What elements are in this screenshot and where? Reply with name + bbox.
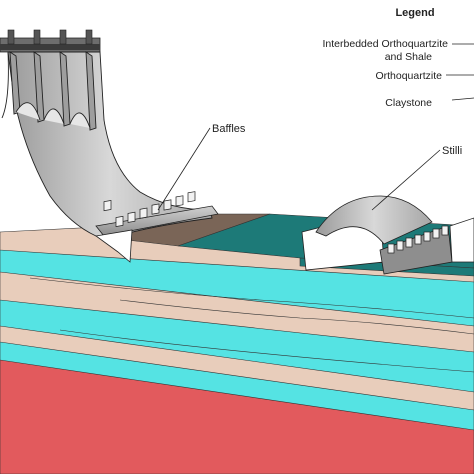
legend-title: Legend [395,7,434,19]
interbedded-lens [59,329,474,373]
upper-basin-apron [95,205,219,237]
spillway-chute [7,51,213,239]
upper-end-sill [94,229,133,263]
lower-stilling-basin [301,195,474,275]
chute-left-wall-edge [1,51,9,119]
spillway-piers [9,51,97,131]
upper-baffle-blocks [103,191,196,227]
interbedded-lens [29,277,474,319]
legend-item-label: Interbedded Orthoquartzite [323,38,449,50]
stilling-basin-leader-line [371,149,441,211]
interbedded-lens [119,299,474,335]
legend: Legend Interbedded Orthoquartzite and Sh… [323,7,474,109]
legend-item-label: Claystone [385,97,432,109]
baffles-label: Baffles [212,123,246,135]
stilling-basin-label: Stilli [442,145,462,157]
legend-item-label: Orthoquartzite [375,70,442,82]
legend-item-label: and Shale [385,51,432,63]
legend-leader-line [451,97,474,101]
gate-structure [0,29,101,53]
baffles-leader-line [157,127,211,211]
